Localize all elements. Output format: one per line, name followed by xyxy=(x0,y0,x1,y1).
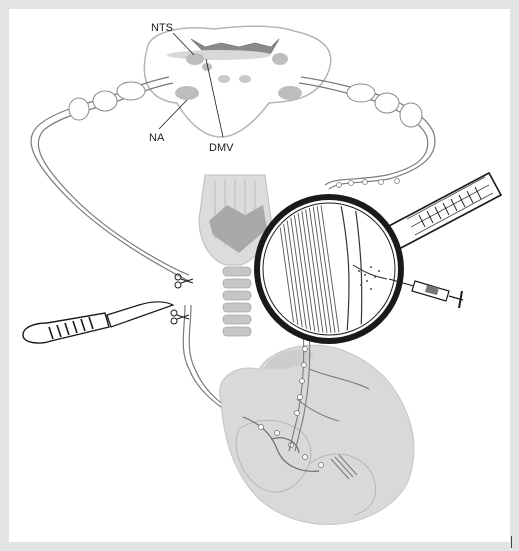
label-dmv: DMV xyxy=(209,142,234,154)
label-nts: NTS xyxy=(151,22,173,34)
vagal-innervation-diagram: NTS NA DMV xyxy=(9,9,510,542)
brainstem-section xyxy=(144,26,330,137)
label-na: NA xyxy=(149,132,165,144)
scissors-cut-lower xyxy=(171,310,189,324)
right-nodose-ganglia xyxy=(347,84,422,127)
nts-nucleus xyxy=(186,53,204,65)
na-nucleus xyxy=(175,86,199,100)
edge-mark xyxy=(511,536,512,548)
figure-panel: NTS NA DMV xyxy=(9,9,510,542)
scissors-cut-upper xyxy=(175,274,193,288)
scalpel xyxy=(23,302,173,343)
magnifying-glass xyxy=(257,173,501,341)
left-nodose-ganglia xyxy=(69,82,145,120)
